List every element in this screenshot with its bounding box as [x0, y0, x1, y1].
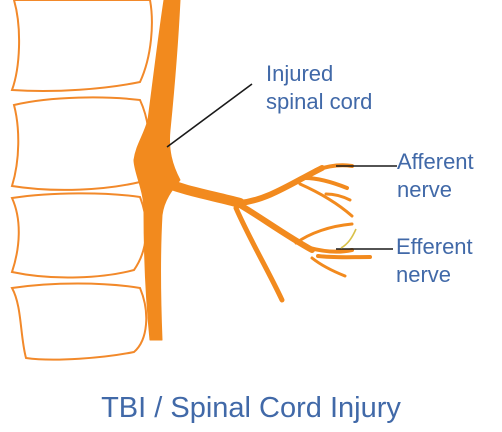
efferent-nerve-label: Efferent nerve: [396, 233, 473, 289]
descending-nerve: [233, 205, 285, 303]
efferent-twig-extra: [294, 222, 354, 245]
vertebra-2: [10, 96, 150, 191]
afferent-label-line-2: nerve: [397, 177, 453, 202]
afferent-branch: [237, 165, 325, 206]
efferent-twig-lower: [310, 256, 347, 278]
nerve-trunk: [155, 175, 245, 208]
efferent-label-line-2: nerve: [396, 262, 452, 287]
afferent-label-line-1: Afferent: [397, 149, 474, 174]
vertebra-4: [10, 282, 148, 361]
injured-spinal-cord-label: Injured spinal cord: [266, 60, 372, 116]
injured-leader-line: [166, 83, 253, 148]
afferent-twig-lower: [298, 182, 354, 218]
efferent-twig-upper: [308, 246, 354, 254]
afferent-nerve-label: Afferent nerve: [397, 148, 474, 204]
diagram-title: TBI / Spinal Cord Injury: [101, 392, 401, 424]
injured-label-line-1: Injured: [266, 61, 334, 86]
injured-label-line-2: spinal cord: [266, 89, 373, 114]
efferent-branch: [237, 202, 315, 253]
efferent-label-line-1: Efferent: [396, 234, 473, 259]
efferent-marker-accent: [340, 228, 357, 249]
afferent-twig-mid: [303, 176, 349, 190]
efferent-twig-mid: [316, 254, 372, 260]
vertebrae-column: [10, 0, 153, 361]
spinal-cord: [133, 0, 181, 341]
afferent-twig-small: [324, 192, 352, 202]
vertebra-3: [10, 192, 148, 279]
vertebra-1: [10, 0, 153, 92]
nerve-branches: [155, 163, 372, 303]
